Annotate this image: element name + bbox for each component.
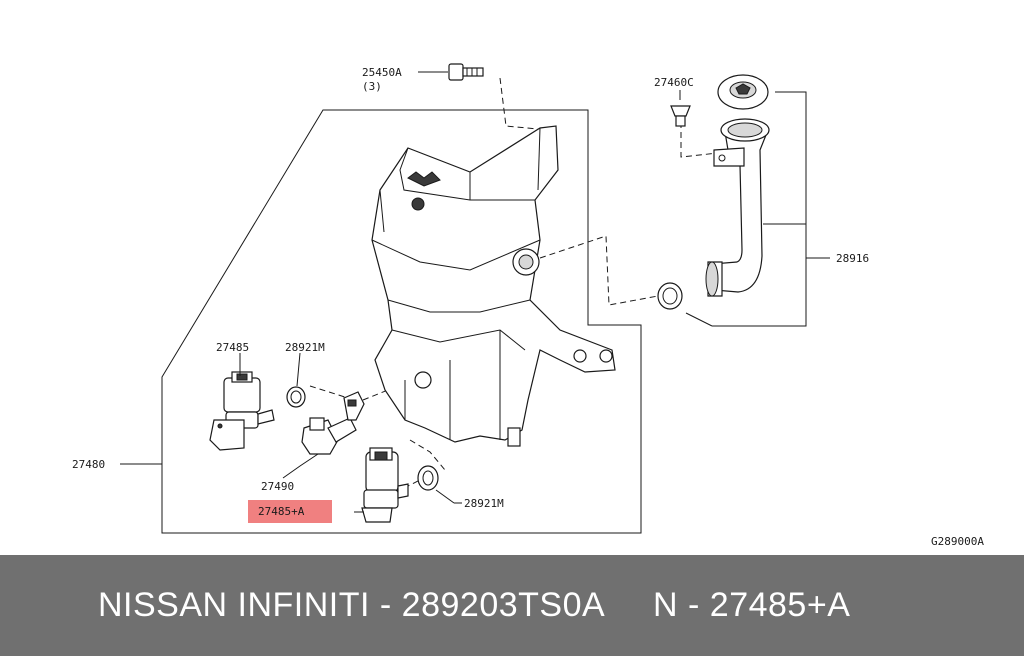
- label-level-sensor: 27490: [261, 480, 294, 493]
- footer-bar: NISSAN INFINITI - 289203TS0A N - 27485+A: [0, 555, 1024, 656]
- filler-tube-28916: [705, 118, 770, 297]
- diagram-code: G289000A: [931, 535, 984, 548]
- label-bolt: 25450A: [362, 66, 402, 79]
- assembly-outline: [161, 109, 642, 534]
- filler-cap: [717, 74, 769, 110]
- pump-27485: [209, 371, 275, 451]
- label-grommet-lower: 28921M: [464, 497, 504, 510]
- filler-tube-bracket: [685, 91, 830, 327]
- pump-27485a: [354, 447, 409, 523]
- washer-tank: [371, 125, 616, 447]
- grommet-lower: [417, 465, 439, 491]
- label-pump-front: 27485+A: [258, 505, 305, 518]
- seal-ring: [657, 282, 683, 310]
- parts-diagram: 25450A (3) 27460C 28916 27485 28921M 274…: [72, 63, 984, 548]
- label-grommet-upper: 28921M: [285, 341, 325, 354]
- leader-lines: [120, 352, 462, 504]
- grommet-upper: [286, 386, 306, 408]
- label-pump-rear: 27485: [216, 341, 249, 354]
- level-sensor-27490: [301, 391, 365, 455]
- label-bolt-qty: (3): [362, 80, 382, 93]
- highlight-box: [248, 500, 332, 523]
- bolt-25450a: [418, 63, 484, 81]
- clip-27460c: [670, 90, 691, 127]
- footer-text: NISSAN INFINITI - 289203TS0A N - 27485+A: [98, 586, 851, 624]
- label-tank-assembly: 27480: [72, 458, 105, 471]
- label-clip: 27460C: [654, 76, 694, 89]
- label-filler-tube: 28916: [836, 252, 869, 265]
